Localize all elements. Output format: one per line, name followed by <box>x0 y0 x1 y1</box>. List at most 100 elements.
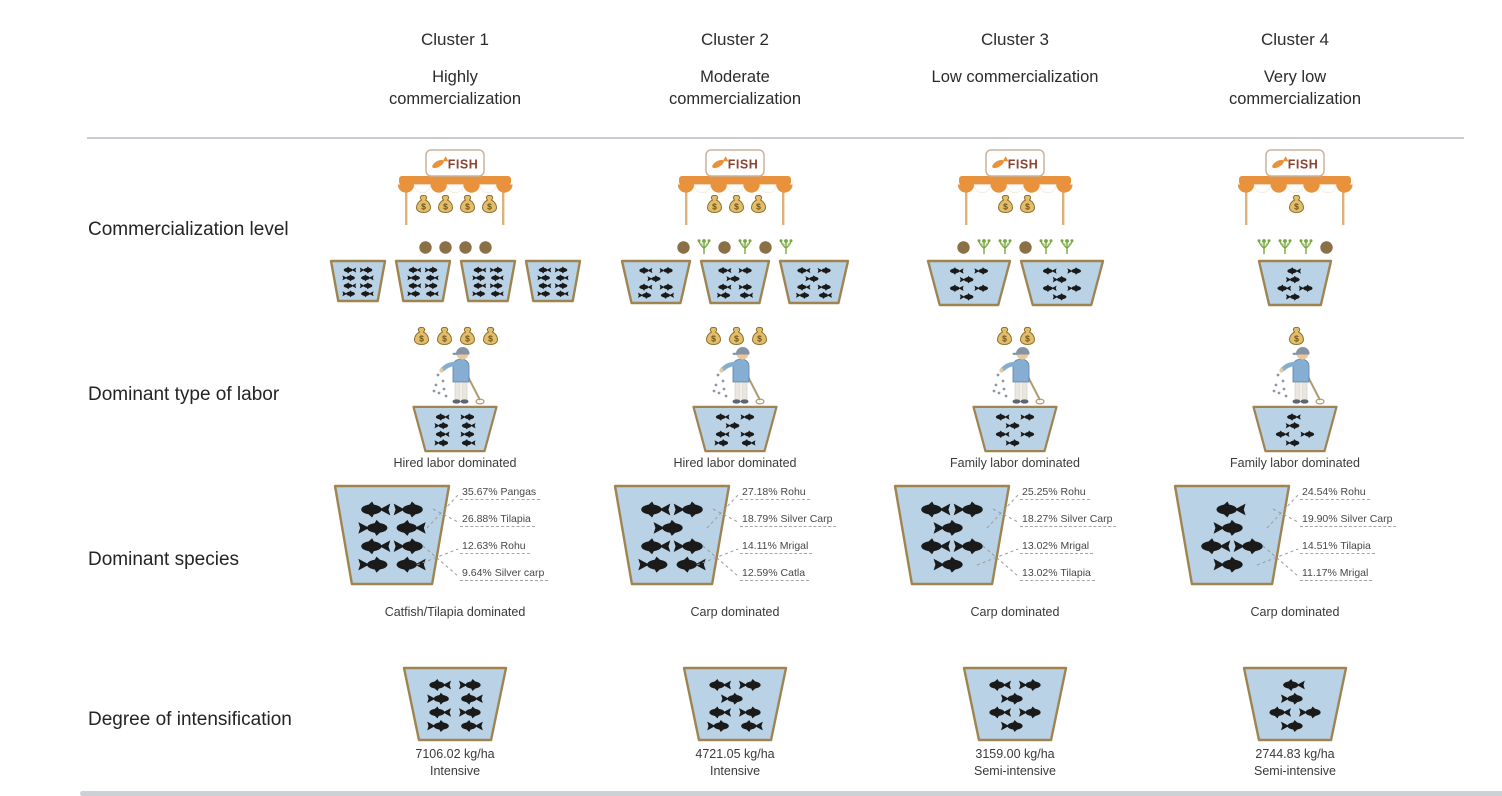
farmer-box <box>1265 343 1325 410</box>
species-name: Silver Carp <box>1060 513 1113 525</box>
fish-shop-icon: FISH$$$ <box>677 149 793 225</box>
species-share-label: 12.59% Catla <box>740 567 810 581</box>
intensification-level: Intensive <box>709 764 761 778</box>
plant-sprig-icon <box>779 239 793 255</box>
species-share-label: 11.17% Mrigal <box>1300 567 1373 581</box>
farmer-box <box>705 343 765 410</box>
labor-cell: $$$$Hired labor dominated <box>315 320 595 470</box>
species-percent: 13.02% <box>1022 567 1058 579</box>
species-percent: 19.90% <box>1302 513 1338 525</box>
shop-sign-board <box>425 149 485 177</box>
species-name: Silver Carp <box>1340 513 1393 525</box>
feed-ball-icon <box>956 241 970 254</box>
commercialization-cell: FISH$ <box>1155 139 1435 320</box>
svg-text:$: $ <box>756 202 761 212</box>
feed-ball-icon <box>458 241 472 254</box>
money-bag-icon: $ <box>415 195 432 214</box>
pond-icon <box>893 484 1011 586</box>
awning-icon <box>1239 176 1351 185</box>
shop-sign-text: FISH <box>1008 158 1038 172</box>
money-bag-icon: $ <box>459 195 476 214</box>
sign-fish-glyph <box>1272 156 1289 169</box>
labor-caption: Family labor dominated <box>950 456 1080 470</box>
species-name: Tilapia <box>1060 567 1091 579</box>
fish-shop-icon: FISH$ <box>1237 149 1353 225</box>
species-name: Mrigal <box>779 540 809 552</box>
svg-text:$: $ <box>465 202 470 212</box>
species-percent: 27.18% <box>742 486 778 498</box>
feed-ball-icon <box>478 241 492 254</box>
ponds-row <box>620 259 850 305</box>
shop-post <box>502 187 505 225</box>
plant-sprig-icon <box>1060 239 1073 255</box>
labor-caption: Hired labor dominated <box>673 456 797 470</box>
svg-text:$: $ <box>1294 334 1299 344</box>
sign-fish-glyph <box>432 156 449 169</box>
header-divider-line <box>87 137 1464 139</box>
species-share-label: 9.64% Silver carp <box>460 567 549 581</box>
svg-text:$: $ <box>487 202 492 212</box>
shop-post <box>965 187 968 225</box>
species-pond <box>1173 484 1291 591</box>
species-caption: Carp dominated <box>690 605 780 619</box>
money-bag-icon: $ <box>459 327 476 346</box>
pond-icon <box>329 259 386 303</box>
money-bag-icon: $ <box>437 195 454 214</box>
awning-icon <box>399 176 511 185</box>
species-share-label: 26.88% Tilapia <box>460 513 535 527</box>
plant-sprig-icon <box>977 239 990 255</box>
species-share-label: 27.18% Rohu <box>740 486 810 500</box>
species-percent: 11.17% <box>1302 567 1337 579</box>
species-percent: 35.67% <box>462 486 498 498</box>
species-name: Catla <box>780 567 806 579</box>
pond-icon <box>459 259 516 303</box>
pond-icon <box>962 666 1068 742</box>
row-label: Dominant species <box>0 470 315 650</box>
farmer-box <box>425 343 485 410</box>
money-bag-icon: $ <box>1019 327 1036 346</box>
species-name: Mrigal <box>1339 567 1369 579</box>
pond-icon <box>1173 484 1291 586</box>
species-share-label: 24.54% Rohu <box>1300 486 1370 500</box>
money-bag-icon: $ <box>705 327 721 346</box>
commercialization-cell: FISH$$$ <box>595 139 875 320</box>
species-percent: 14.11% <box>742 540 777 552</box>
species-name: Rohu <box>500 540 526 552</box>
species-share-label: 18.27% Silver Carp <box>1020 513 1117 527</box>
awning-icon <box>679 176 791 185</box>
money-bag-icon: $ <box>1288 327 1304 346</box>
species-share-label: 18.79% Silver Carp <box>740 513 837 527</box>
feed-ball-icon <box>718 241 731 254</box>
stocking-density-value: 7106.02 kg/ha <box>415 747 495 761</box>
stocking-density-value: 2744.83 kg/ha <box>1255 747 1335 761</box>
labor-caption: Hired labor dominated <box>393 456 517 470</box>
money-bag-icon: $ <box>728 195 745 214</box>
intensification-level: Semi-intensive <box>974 764 1056 778</box>
svg-text:$: $ <box>421 202 426 212</box>
money-bag-icon: $ <box>750 195 767 214</box>
feed-ball-icon <box>1018 241 1032 254</box>
svg-text:$: $ <box>1025 334 1030 344</box>
cluster-subtitle: Highly commercialization <box>388 68 522 109</box>
money-bag-icon: $ <box>751 327 767 346</box>
svg-text:$: $ <box>443 202 448 212</box>
shop-post <box>1342 187 1345 225</box>
shop-post <box>782 187 785 225</box>
shop-sign-board <box>985 149 1045 177</box>
money-bag-icon: $ <box>1019 195 1036 214</box>
money-bag-icon: $ <box>436 327 453 346</box>
pond-icon <box>613 484 731 586</box>
row-label-text: Commercialization level <box>88 218 289 240</box>
cluster-subtitle: Moderate commercialization <box>668 68 802 109</box>
species-name: Silver Carp <box>780 513 833 525</box>
species-caption: Carp dominated <box>970 605 1060 619</box>
species-share-label: 19.90% Silver Carp <box>1300 513 1397 527</box>
farmer-feeding-icon <box>432 347 485 405</box>
money-bag-icon: $ <box>413 327 430 346</box>
